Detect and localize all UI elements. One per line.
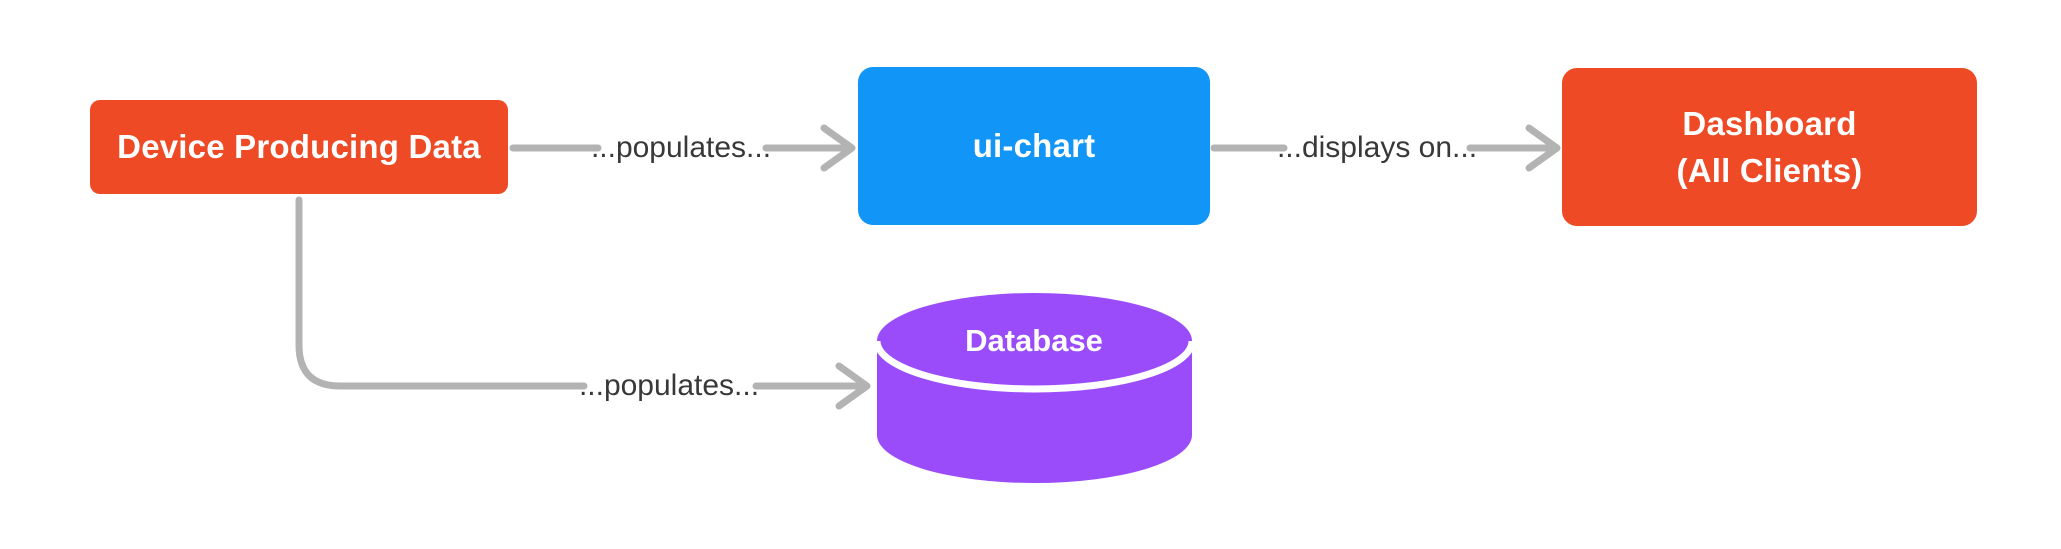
edge-label-populates-top: ...populates... [590, 131, 772, 164]
arrowhead-icon [820, 124, 856, 172]
edge-device-to-database-line-start [295, 196, 588, 390]
node-ui-chart: ui-chart [858, 67, 1210, 225]
edge-label-displays-on: ...displays on... [1276, 131, 1478, 164]
node-dashboard-label-line1: Dashboard [1682, 105, 1857, 142]
node-device-label: Device Producing Data [117, 128, 481, 165]
connector-group [295, 124, 1561, 410]
arrowhead-icon [1525, 124, 1561, 172]
arrowhead-icon [835, 362, 871, 410]
node-database-label: Database [965, 323, 1103, 358]
database-cylinder-lid-separator [873, 340, 1196, 393]
node-ui-chart-label: ui-chart [972, 127, 1096, 164]
node-device-producing-data: Device Producing Data [90, 100, 508, 194]
database-cylinder-icon [873, 293, 1196, 483]
node-dashboard-label-line2: (All Clients) [1676, 152, 1863, 189]
edge-label-populates-bottom: ...populates... [578, 369, 760, 402]
node-dashboard: Dashboard (All Clients) [1562, 68, 1977, 226]
